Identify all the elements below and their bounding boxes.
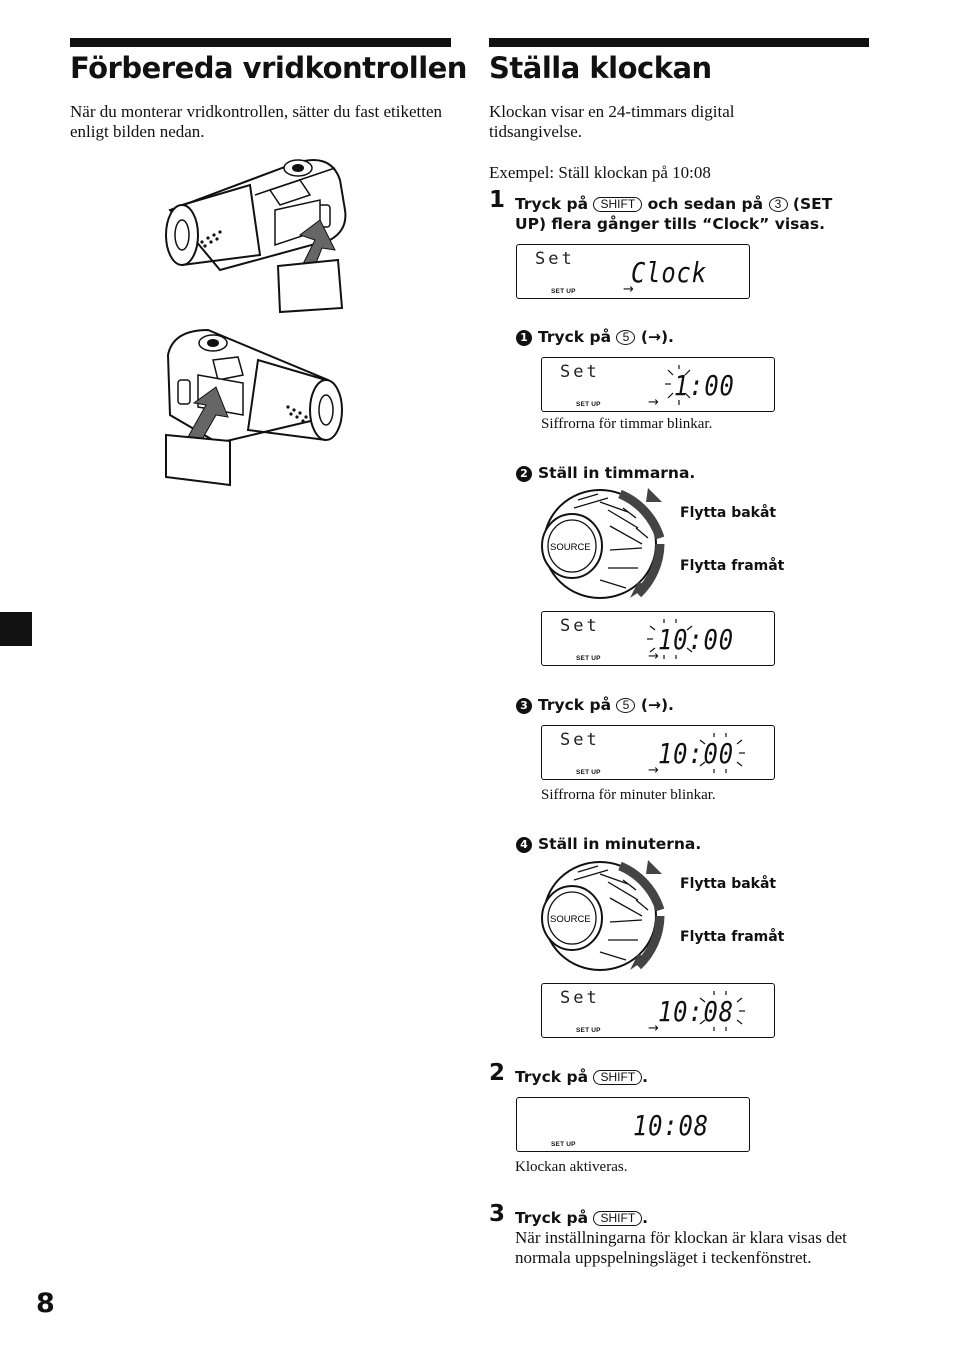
shift-key: SHIFT [593, 1211, 643, 1226]
lcd-set-label: Set [560, 988, 600, 1008]
substep-3-caption: Siffrorna för minuter blinkar. [541, 787, 716, 803]
substep-4-marker: 4 [516, 837, 532, 853]
left-title-rule [70, 38, 451, 47]
blink-rays-icon [647, 619, 693, 659]
lcd-main-text: 10:08 [633, 1109, 709, 1142]
knob-back-label: Flytta bakåt [680, 505, 777, 521]
substep-2-label: Ställ in timmarna. [538, 464, 696, 482]
lcd-arrow-icon: → [648, 1021, 659, 1036]
example-text: Exempel: Ställ klockan på 10:08 [489, 163, 711, 182]
step-3-suffix: . [642, 1209, 649, 1227]
lcd-arrow-icon: → [648, 395, 659, 410]
knob-forward-label: Flytta framåt [680, 558, 785, 574]
step-2-number: 2 [489, 1060, 506, 1086]
lcd-main-text: 10:00 [658, 737, 734, 770]
rotary-knob-icon: SOURCE [541, 860, 665, 971]
key-3: 3 [768, 197, 788, 212]
lcd-set-label: Set [535, 249, 575, 269]
remote-knob-illustration-bottom [165, 328, 343, 487]
step-3-text: Tryck på SHIFT. [515, 1208, 648, 1228]
substep-3-marker: 3 [516, 698, 532, 714]
knob-back-label: Flytta bakåt [680, 876, 777, 892]
lcd-display-minute: Set 10:00 SET UP → [541, 725, 775, 780]
lcd-setup-label: SET UP [576, 401, 601, 408]
lcd-display-clock: Set Clock SET UP → [516, 244, 750, 299]
blink-rays-icon [699, 733, 745, 773]
lcd-arrow-icon: → [623, 282, 634, 297]
blink-rays-icon [665, 365, 691, 405]
substep-1-marker: 1 [516, 330, 532, 346]
step-3-label: Tryck på [515, 1209, 589, 1227]
right-title-rule [489, 38, 869, 47]
knob-source-label: SOURCE [550, 914, 591, 925]
lcd-setup-label: SET UP [576, 655, 601, 662]
lcd-setup-label: SET UP [551, 288, 576, 295]
lcd-setup-label: SET UP [576, 1027, 601, 1034]
lcd-display-hours-set: Set 10:00 SET UP → [541, 611, 775, 666]
substep-3-text: 3 Tryck på 5 (→). [516, 695, 674, 715]
shift-key: SHIFT [593, 197, 643, 212]
rotary-knob-icon: SOURCE [541, 488, 665, 599]
lcd-display-clock-active: 10:08 SET UP [516, 1097, 750, 1152]
lcd-arrow-icon: → [648, 763, 659, 778]
substep-2-text: 2 Ställ in timmarna. [516, 463, 695, 483]
lcd-display-minutes-set: Set 10:08 SET UP → [541, 983, 775, 1038]
lcd-main-text: 10:00 [658, 623, 734, 656]
step-1-text: Tryck på SHIFT och sedan på 3 (SET UP) f… [515, 194, 865, 234]
step-3-number: 3 [489, 1201, 506, 1227]
step-2-caption: Klockan aktiveras. [515, 1159, 628, 1175]
lcd-main-text: 10:08 [658, 995, 734, 1028]
lcd-setup-label: SET UP [576, 769, 601, 776]
lcd-arrow-icon: → [648, 649, 659, 664]
key-5: 5 [616, 330, 636, 345]
substep-2-marker: 2 [516, 466, 532, 482]
step-1-text-c: (SET UP) flera gånger tills “Clock” visa… [515, 195, 833, 233]
blink-rays-icon [699, 991, 745, 1031]
substep-1-label: Tryck på [538, 328, 612, 346]
lcd-display-hour: Set 1:00 SET UP → [541, 357, 775, 412]
left-intro-text: När du monterar vridkontrollen, sätter d… [70, 102, 442, 141]
step-2-text: Tryck på SHIFT. [515, 1067, 648, 1087]
page-number: 8 [36, 1288, 55, 1319]
lcd-main-text: 1:00 [674, 369, 735, 402]
substep-4-text: 4 Ställ in minuterna. [516, 834, 701, 854]
lcd-set-label: Set [560, 362, 600, 382]
substep-3-arrow: (→). [640, 696, 674, 714]
lcd-setup-label: SET UP [551, 1141, 576, 1148]
lcd-set-label: Set [560, 616, 600, 636]
step-3-body: När inställningarna för klockan är klara… [515, 1228, 847, 1267]
knob-forward-label: Flytta framåt [680, 929, 785, 945]
substep-1-caption: Siffrorna för timmar blinkar. [541, 416, 713, 432]
step-1-text-b: och sedan på [647, 195, 764, 213]
substep-1-text: 1 Tryck på 5 (→). [516, 327, 674, 347]
left-section-title: Förbereda vridkontrollen [70, 51, 467, 85]
right-intro-text: Klockan visar en 24-timmars digital tids… [489, 102, 735, 141]
right-section-title: Ställa klockan [489, 51, 712, 85]
section-tab-marker [0, 612, 32, 646]
lcd-set-label: Set [560, 730, 600, 750]
step-2-label: Tryck på [515, 1068, 589, 1086]
step-2-suffix: . [642, 1068, 649, 1086]
substep-3-label: Tryck på [538, 696, 612, 714]
substep-4-label: Ställ in minuterna. [538, 835, 702, 853]
step-1-text-a: Tryck på [515, 195, 589, 213]
shift-key: SHIFT [593, 1070, 643, 1085]
step-1-number: 1 [489, 187, 506, 213]
remote-knob-illustration-top [165, 159, 347, 314]
substep-1-arrow: (→). [640, 328, 674, 346]
knob-source-label: SOURCE [550, 542, 591, 553]
key-5: 5 [616, 698, 636, 713]
lcd-main-text: Clock [631, 256, 707, 289]
